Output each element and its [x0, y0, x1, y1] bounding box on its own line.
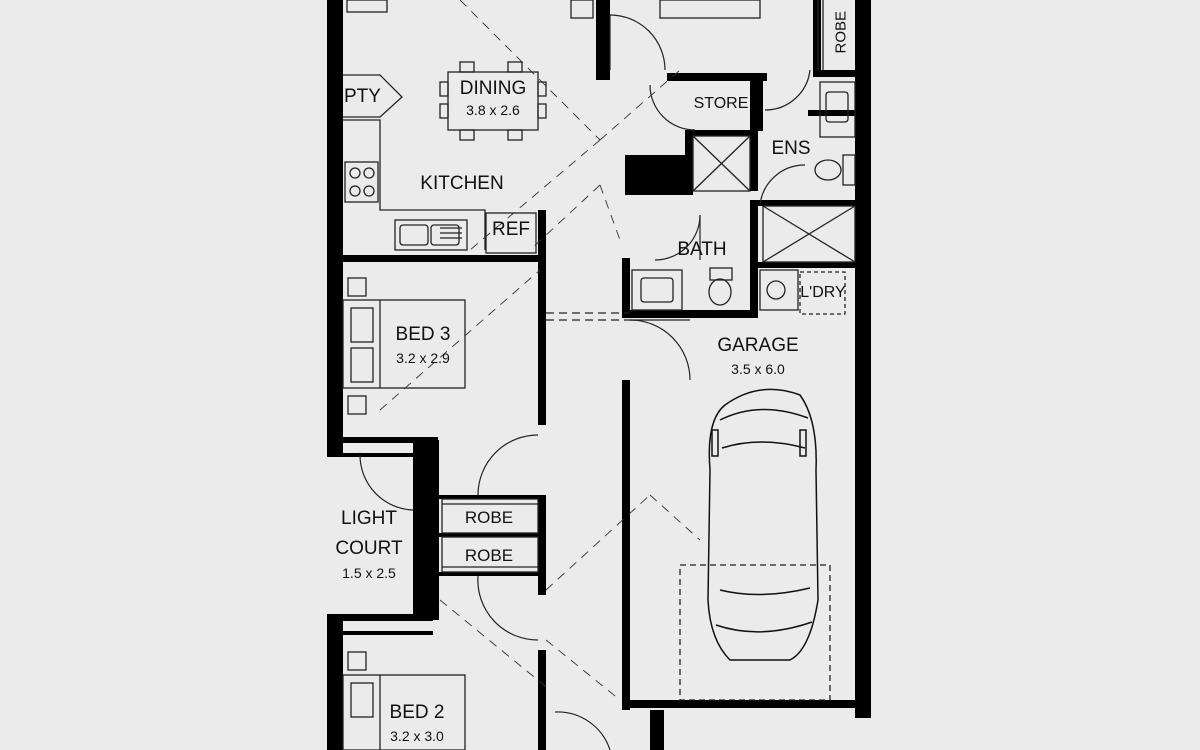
bed3-dims: 3.2 x 2.9 [396, 350, 450, 366]
car-icon [707, 388, 819, 661]
bath-label: BATH [677, 239, 727, 260]
bed3-label: BED 3 [395, 324, 451, 345]
laundry-label: L'DRY [800, 284, 846, 301]
robe-a-label: ROBE [464, 508, 514, 527]
pantry-label: PTY [344, 86, 381, 107]
dining-dims: 3.8 x 2.6 [466, 102, 520, 118]
dining-label: DINING [459, 78, 527, 99]
light-court-label-1: LIGHT [341, 508, 397, 529]
garage-label: GARAGE [717, 335, 799, 356]
interior-walls [327, 0, 855, 750]
fixtures [342, 0, 856, 750]
light-court-label-2: COURT [335, 538, 403, 559]
exterior-walls [327, 0, 871, 750]
robe-b-label: ROBE [464, 546, 514, 565]
light-court-dims: 1.5 x 2.5 [342, 565, 396, 581]
kitchen-label: KITCHEN [420, 173, 504, 194]
ensuite-label: ENS [771, 138, 811, 159]
garage-dims: 3.5 x 6.0 [731, 361, 785, 377]
bed2-dims: 3.2 x 3.0 [390, 728, 444, 744]
robe-master-label: ROBE [832, 10, 850, 54]
door-swings [359, 14, 811, 750]
ceiling-lines [379, 0, 701, 701]
store-label: STORE [693, 95, 749, 112]
fridge-label: REF [492, 219, 530, 240]
bed2-label: BED 2 [389, 702, 445, 723]
